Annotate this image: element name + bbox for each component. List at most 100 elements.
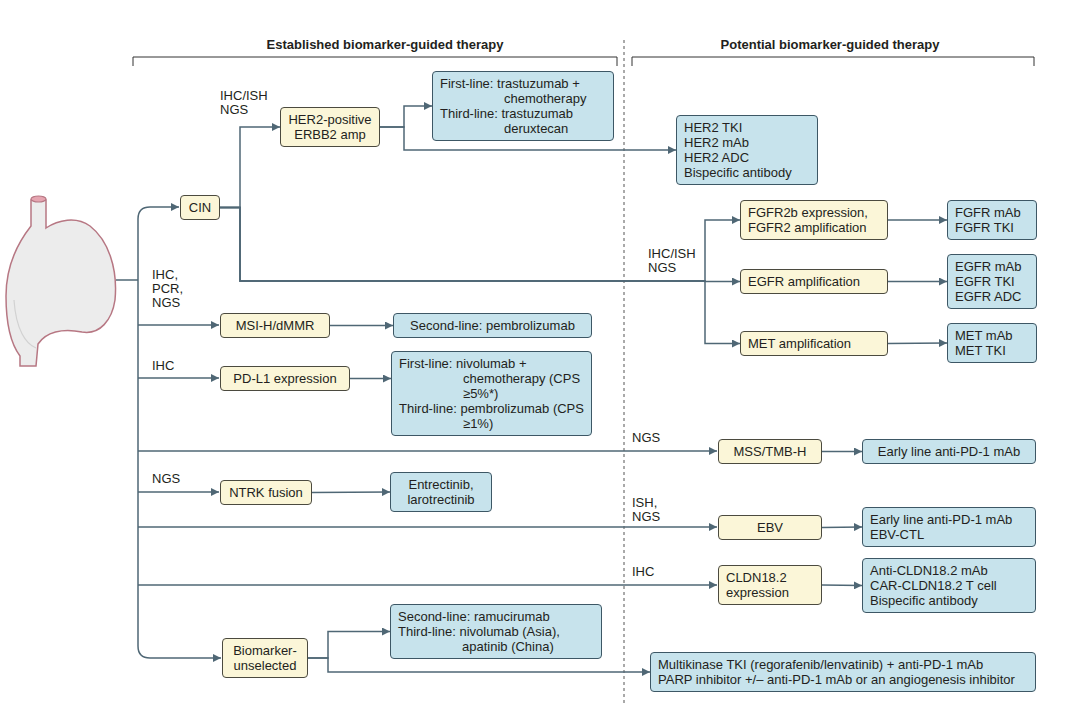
- trunk-line: [138, 207, 221, 658]
- connector-arrow: [220, 208, 740, 282]
- box-text: First-line: nivolumab + chemotherapy (CP…: [399, 356, 584, 401]
- connector-arrow: [822, 526, 862, 528]
- connector-arrow: [350, 378, 391, 380]
- connector-arrow: [888, 219, 947, 221]
- stomach-body: [6, 200, 116, 366]
- box-text: Third-line: pembrolizumab (CPS ≥1%): [399, 401, 584, 431]
- connector-arrow: [220, 208, 740, 344]
- trunk-line: [116, 279, 138, 281]
- therapy-box: Entrectinib, larotrectinib: [390, 472, 492, 512]
- box-text: FGFR TKI: [955, 220, 1029, 235]
- method-label: IHC: [632, 565, 672, 579]
- box-text: HER2-positive ERBB2 amp: [288, 112, 372, 142]
- box-text: PARP inhibitor +/– anti-PD-1 mAb or an a…: [658, 672, 1028, 687]
- box-text: MET amplification: [748, 336, 880, 351]
- section-heading: Established biomarker-guided therapy: [200, 38, 570, 52]
- box-text: MET mAb: [955, 328, 1029, 343]
- connector-arrow: [822, 451, 862, 453]
- divider-line: [624, 40, 625, 706]
- box-text: MSI-H/dMMR: [228, 318, 322, 333]
- method-label: NGS: [632, 431, 672, 445]
- branch-line: [138, 491, 219, 493]
- biomarker-box: EBV: [718, 515, 822, 540]
- connector-arrow: [308, 658, 650, 672]
- box-text: MSS/TMB-H: [726, 444, 814, 459]
- box-text: First-line: trastuzumab + chemotherapy: [440, 76, 606, 106]
- biomarker-box: MSI-H/dMMR: [220, 313, 330, 338]
- method-label: IHC: [152, 359, 192, 373]
- therapy-box: Second-line: ramucirumabThird-line: nivo…: [390, 604, 602, 659]
- branch-line: [150, 206, 179, 208]
- box-text: Multikinase TKI (regorafenib/lenvatinib)…: [658, 657, 1028, 672]
- branch-line: [138, 526, 717, 528]
- box-text: Second-line: pembrolizumab: [401, 318, 584, 333]
- section-bracket: [632, 57, 1034, 66]
- box-text: Bispecific antibody: [870, 593, 1028, 608]
- esophagus-opening: [31, 196, 46, 202]
- box-text: NTRK fusion: [228, 485, 304, 500]
- method-label: IHC/ISH NGS: [220, 89, 272, 117]
- biomarker-box: MET amplification: [740, 331, 888, 356]
- branch-line: [138, 377, 219, 379]
- connector-arrow: [308, 632, 390, 659]
- box-text: Anti-CLDN18.2 mAb: [870, 563, 1028, 578]
- connector-arrow: [380, 106, 432, 127]
- box-text: Entrectinib, larotrectinib: [398, 477, 484, 507]
- biomarker-box: CIN: [180, 195, 220, 220]
- method-label: IHC, PCR, NGS: [152, 268, 192, 310]
- box-text: FGFR mAb: [955, 205, 1029, 220]
- therapy-box: FGFR mAbFGFR TKI: [947, 200, 1037, 240]
- box-text: Bispecific antibody: [684, 165, 810, 180]
- branch-line: [138, 324, 219, 326]
- box-text: CAR-CLDN18.2 T cell: [870, 578, 1028, 593]
- biomarker-box: FGFR2b expression, FGFR2 amplification: [740, 200, 888, 240]
- box-text: PD-L1 expression: [228, 371, 342, 386]
- biomarker-box: Biomarker- unselected: [222, 638, 308, 678]
- biomarker-box: PD-L1 expression: [220, 366, 350, 391]
- connector-arrow: [888, 281, 947, 283]
- therapy-box: MET mAbMET TKI: [947, 323, 1037, 363]
- biomarker-box: NTRK fusion: [220, 480, 312, 505]
- connector-arrow: [312, 491, 390, 493]
- box-text: HER2 ADC: [684, 150, 810, 165]
- biomarker-box: HER2-positive ERBB2 amp: [280, 107, 380, 147]
- connector-arrow: [888, 342, 947, 344]
- therapy-box: First-line: trastuzumab + chemotherapyTh…: [432, 71, 614, 141]
- section-bracket: [133, 57, 617, 66]
- therapy-box: HER2 TKIHER2 mAbHER2 ADCBispecific antib…: [676, 115, 818, 185]
- box-text: HER2 mAb: [684, 135, 810, 150]
- box-text: EGFR mAb: [955, 259, 1029, 274]
- box-text: CIN: [188, 200, 212, 215]
- stomach-illustration: [6, 196, 116, 366]
- box-text: CLDN18.2 expression: [726, 570, 814, 600]
- box-text: MET TKI: [955, 343, 1029, 358]
- method-label: NGS: [152, 472, 192, 486]
- connector-arrow: [330, 325, 393, 327]
- box-text: FGFR2b expression, FGFR2 amplification: [748, 205, 880, 235]
- box-text: Second-line: ramucirumab: [398, 609, 594, 624]
- connector-arrow: [220, 208, 740, 282]
- section-heading: Potential biomarker-guided therapy: [700, 38, 960, 52]
- box-text: Early line anti-PD-1 mAb: [870, 512, 1028, 527]
- box-text: EGFR TKI: [955, 274, 1029, 289]
- biomarker-box: MSS/TMB-H: [718, 439, 822, 464]
- therapy-box: First-line: nivolumab + chemotherapy (CP…: [391, 351, 592, 436]
- therapy-box: Multikinase TKI (regorafenib/lenvatinib)…: [650, 652, 1036, 692]
- branch-line: [138, 584, 717, 586]
- therapy-box: EGFR mAbEGFR TKIEGFR ADC: [947, 254, 1037, 309]
- therapy-box: Early line anti-PD-1 mAb: [862, 439, 1036, 464]
- connector-arrow: [220, 127, 280, 208]
- box-text: Third-line: trastuzumab deruxtecan: [440, 106, 606, 136]
- stomach-shading: [14, 300, 36, 348]
- box-text: Third-line: nivolumab (Asia), apatinib (…: [398, 624, 594, 654]
- box-text: HER2 TKI: [684, 120, 810, 135]
- box-text: EGFR amplification: [748, 274, 880, 289]
- therapy-box: Early line anti-PD-1 mAbEBV-CTL: [862, 507, 1036, 547]
- box-text: EBV: [726, 520, 814, 535]
- biomarker-box: CLDN18.2 expression: [718, 565, 822, 605]
- therapy-box: Second-line: pembrolizumab: [393, 313, 592, 338]
- branch-line: [138, 450, 717, 452]
- trunk-lines: [116, 207, 717, 658]
- biomarker-box: EGFR amplification: [740, 269, 888, 294]
